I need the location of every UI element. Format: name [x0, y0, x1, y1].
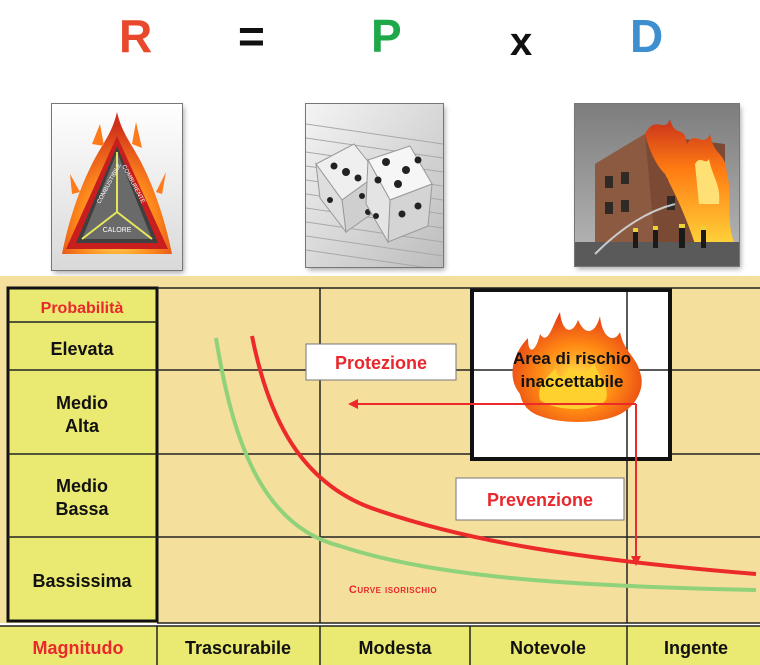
flame-icon — [512, 312, 642, 422]
green-isorisk-curve — [214, 337, 757, 592]
area-label-line2: inaccettabile — [521, 372, 624, 391]
fire-triangle-image: COMBUSTIBILE COMBURENTE CALORE — [52, 104, 182, 270]
protezione-label: Protezione — [335, 353, 427, 373]
fire-triangle-icon: COMBUSTIBILE COMBURENTE CALORE — [52, 104, 182, 270]
magnitude-row — [0, 626, 760, 665]
formula-times: x — [510, 20, 533, 64]
triangle-label-calore: CALORE — [103, 227, 132, 234]
prevenzione-label: Prevenzione — [487, 490, 593, 510]
burning-building-icon — [575, 104, 739, 266]
protezione-box — [305, 343, 457, 381]
dice-image — [306, 104, 443, 267]
red-isorisk-curve — [250, 335, 757, 576]
formula-r: R — [119, 10, 153, 62]
formula-d: D — [630, 10, 664, 62]
magnitude-col-modesta: Modesta — [358, 638, 432, 658]
probability-row-medio-bassa-1: Medio — [56, 476, 108, 496]
magnitude-col-trascurabile: Trascurabile — [185, 638, 291, 658]
magnitude-col-notevole: Notevole — [510, 638, 586, 658]
formula-equals: = — [238, 10, 265, 62]
dice-icon — [306, 104, 443, 267]
area-label-line1: Area di rischio — [513, 349, 631, 368]
probability-row-elevata: Elevata — [50, 339, 114, 359]
probability-row-medio-bassa-2: Bassa — [55, 499, 109, 519]
magnitude-header: Magnitudo — [33, 638, 124, 658]
probability-row-bassissima: Bassissima — [32, 571, 132, 591]
risk-matrix: Protezione Prevenzione Area di rischio i… — [0, 276, 760, 665]
curve-label: Curve isorischio — [349, 584, 437, 596]
probability-row-medio-alta-1: Medio — [56, 393, 108, 413]
burning-building-image — [575, 104, 739, 266]
magnitude-col-ingente: Ingente — [664, 638, 728, 658]
prevenzione-box — [455, 477, 625, 521]
probability-row-medio-alta-2: Alta — [65, 416, 100, 436]
formula-p: P — [371, 10, 402, 62]
probability-header: Probabilità — [41, 300, 124, 317]
